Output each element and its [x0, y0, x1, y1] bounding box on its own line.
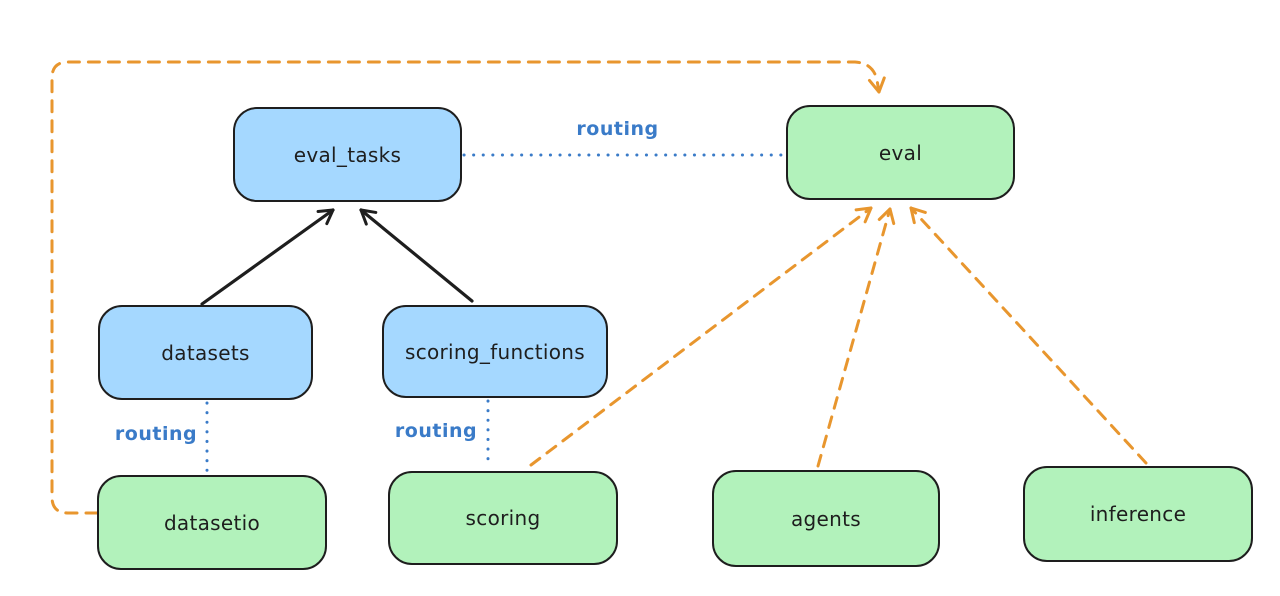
edge-label-routing-scoring: routing: [394, 420, 478, 442]
node-datasetio-label: datasetio: [163, 510, 261, 535]
node-eval-tasks: eval_tasks: [233, 107, 462, 202]
node-inference: inference: [1023, 466, 1253, 562]
edge-agents-to-eval: [816, 207, 896, 468]
edge-datasets-to-eval-tasks: [200, 208, 335, 306]
node-eval-label: eval: [878, 140, 923, 165]
node-inference-label: inference: [1089, 502, 1187, 526]
node-scoring-label: scoring: [465, 506, 541, 530]
edge-label-routing-datasets: routing: [114, 423, 198, 445]
node-eval: eval: [786, 105, 1015, 200]
node-scoring: scoring: [388, 471, 618, 565]
node-datasetio: datasetio: [97, 475, 327, 570]
node-scoring-functions-label: scoring_functions: [404, 339, 586, 364]
edge-scoring-functions-to-eval-tasks: [359, 208, 474, 303]
edge-scoring-to-eval: [529, 206, 873, 467]
node-scoring-functions: scoring_functions: [382, 305, 608, 398]
node-agents-label: agents: [791, 506, 861, 531]
edge-label-routing-top: routing: [576, 118, 659, 140]
edge-datasetio-to-eval: [50, 60, 886, 515]
edge-inference-to-eval: [909, 206, 1148, 465]
node-datasets: datasets: [98, 305, 313, 400]
node-datasets-label: datasets: [161, 340, 250, 365]
node-eval-tasks-label: eval_tasks: [293, 142, 402, 167]
node-agents: agents: [712, 470, 940, 567]
